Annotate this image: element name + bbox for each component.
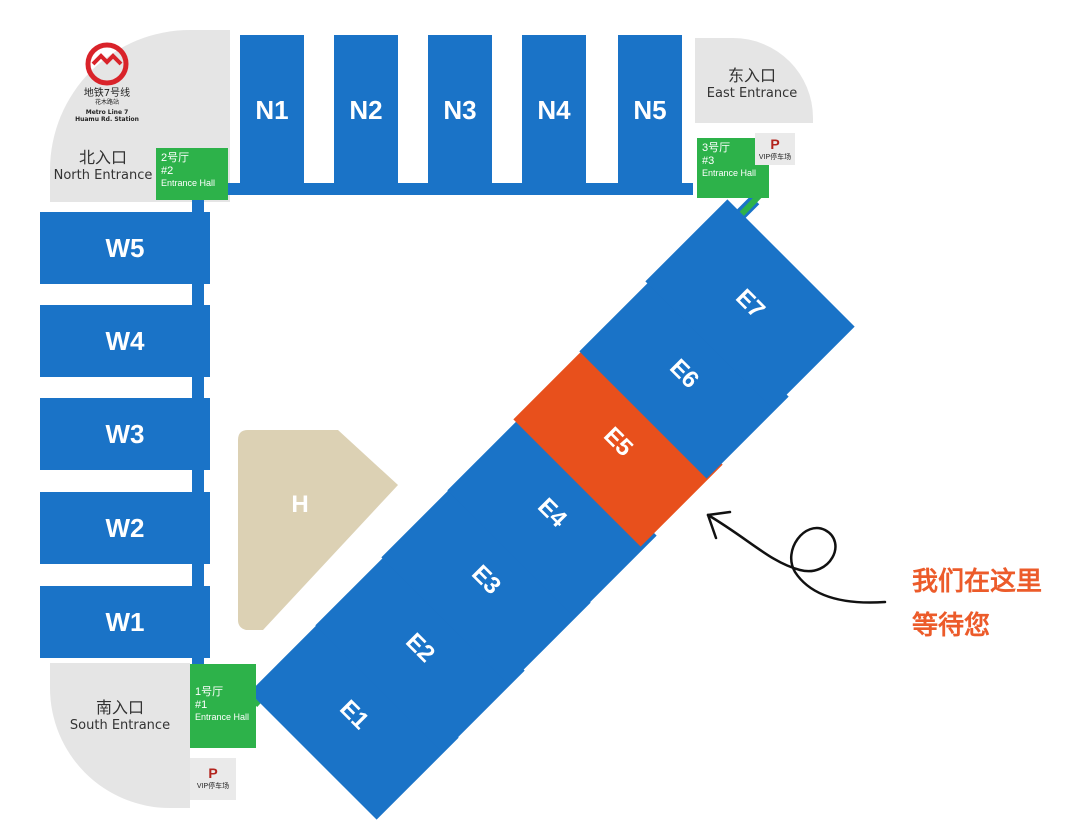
callout-arrow-icon: [706, 510, 887, 604]
entrance-hall-1-en: Entrance Hall: [195, 712, 250, 723]
parking-icon: P: [770, 136, 780, 152]
hall-w5-label: W5: [105, 232, 145, 263]
metro-line-zh: 地铁7号线: [83, 88, 131, 99]
entrance-hall-1[interactable]: 1号厅 #1 Entrance Hall: [190, 664, 256, 748]
hall-e5-label: E5: [598, 421, 639, 462]
east-entrance-zh: 东入口: [727, 66, 776, 85]
vip-parking-label: VIP停车场: [758, 154, 792, 161]
hall-e3-label: E3: [466, 559, 507, 600]
metro-station-label: 地铁7号线 花木路站 Metro Line 7 Huamu Rd. Statio…: [62, 88, 152, 124]
hall-w2-label: W2: [105, 512, 145, 543]
hall-n5[interactable]: N5: [618, 35, 682, 195]
hall-n2-label: N2: [349, 94, 383, 125]
hall-e7-label: E7: [730, 283, 771, 324]
vip-parking-label: VIP停车场: [196, 783, 230, 790]
south-entrance-en: South Entrance: [69, 718, 171, 733]
hall-w4[interactable]: W4: [40, 305, 210, 377]
hall-w3-label: W3: [105, 418, 145, 449]
metro-station-zh: 花木路站: [94, 98, 119, 106]
hall-e2-label: E2: [400, 627, 441, 668]
hall-n5-label: N5: [633, 94, 667, 125]
hall-w1-label: W1: [105, 606, 145, 637]
entrance-hall-3-num: #3: [702, 155, 715, 168]
hall-e6-label: E6: [664, 353, 705, 394]
hall-w4-label: W4: [105, 325, 145, 356]
south-entrance-zh: 南入口: [95, 698, 144, 717]
metro-station-en: Huamu Rd. Station: [75, 116, 139, 124]
entrance-hall-2-en: Entrance Hall: [161, 178, 216, 189]
hall-n3-label: N3: [443, 94, 477, 125]
hall-h[interactable]: H: [238, 430, 403, 635]
hall-e4-label: E4: [532, 492, 573, 533]
hall-n1[interactable]: N1: [240, 35, 304, 195]
entrance-hall-3-zh: 3号厅: [702, 142, 731, 154]
callout-line-2: 等待您: [912, 611, 991, 641]
entrance-hall-2-zh: 2号厅: [161, 152, 190, 164]
north-entrance-zh: 北入口: [78, 148, 127, 167]
hall-w5[interactable]: W5: [40, 212, 210, 284]
hall-n1-label: N1: [255, 94, 289, 125]
south-entrance-label[interactable]: 南入口 South Entrance: [64, 698, 176, 734]
parking-icon: P: [208, 765, 218, 781]
north-entrance-en: North Entrance: [53, 168, 153, 183]
hall-w3[interactable]: W3: [40, 398, 210, 470]
callout-text: 我们在这里 等待您: [912, 560, 1042, 648]
entrance-hall-2[interactable]: 2号厅 #2 Entrance Hall: [156, 148, 228, 200]
entrance-hall-3-en: Entrance Hall: [702, 168, 757, 179]
callout-line-1: 我们在这里: [912, 567, 1043, 597]
metro-line-en: Metro Line 7: [85, 109, 129, 117]
hall-n4[interactable]: N4: [522, 35, 586, 195]
vip-parking-south[interactable]: P VIP停车场: [190, 758, 236, 800]
hall-w1[interactable]: W1: [40, 586, 210, 658]
hall-e1-label: E1: [334, 694, 375, 735]
vip-parking-east[interactable]: P VIP停车场: [755, 133, 795, 165]
east-entrance-en: East Entrance: [706, 86, 798, 101]
entrance-hall-1-zh: 1号厅: [195, 686, 224, 698]
hall-w2[interactable]: W2: [40, 492, 210, 564]
hall-n4-label: N4: [537, 94, 571, 125]
entrance-hall-1-num: #1: [195, 699, 208, 712]
entrance-hall-2-num: #2: [161, 165, 174, 178]
hall-n2[interactable]: N2: [334, 35, 398, 195]
north-entrance-label[interactable]: 北入口 North Entrance: [50, 148, 156, 184]
metro-logo-icon: [85, 42, 129, 86]
hall-n3[interactable]: N3: [428, 35, 492, 195]
east-entrance-label[interactable]: 东入口 East Entrance: [700, 66, 804, 102]
hall-h-label: H: [291, 491, 308, 518]
